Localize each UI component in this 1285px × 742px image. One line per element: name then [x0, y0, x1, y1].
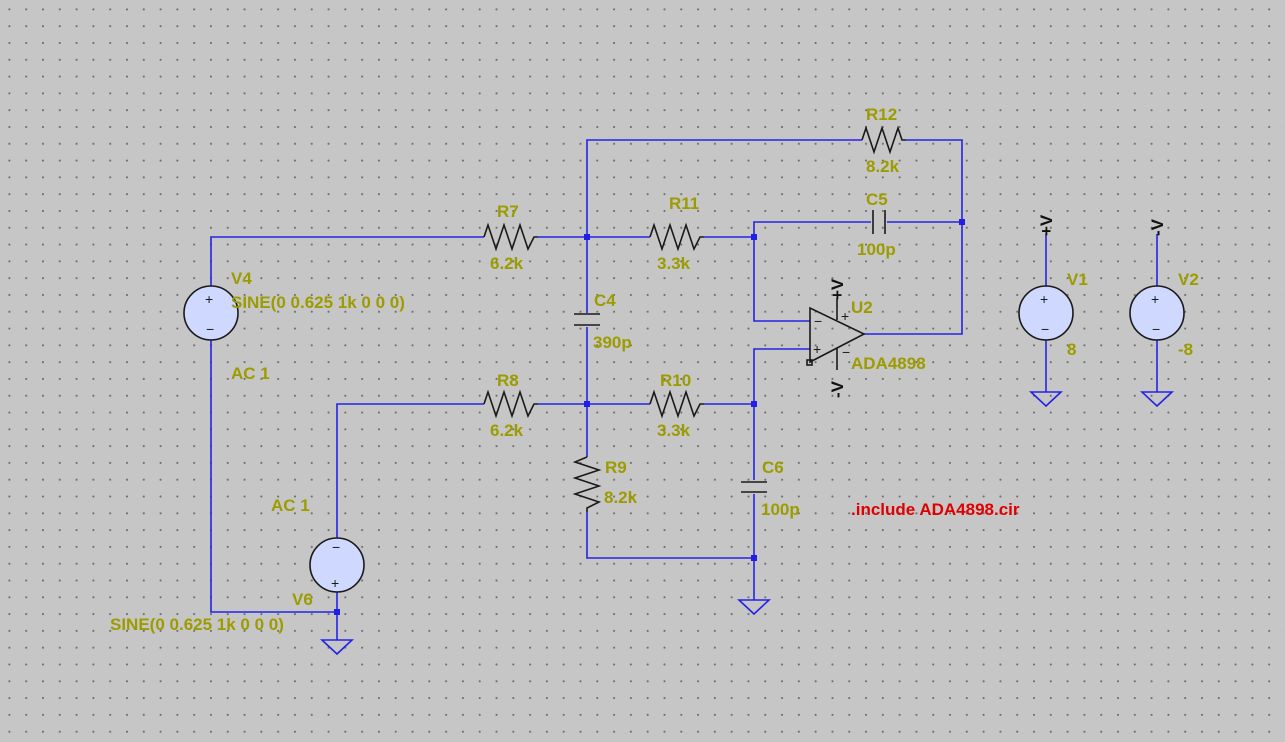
plus-sign: + — [331, 575, 339, 591]
supply-minus-sign: − — [842, 344, 850, 360]
voltage-source-v4[interactable]: + − — [183, 285, 239, 341]
opamp-u2[interactable]: − + + − — [806, 298, 866, 370]
label-v1-name: V1 — [1067, 270, 1088, 289]
voltage-source-v1[interactable]: + − — [1018, 285, 1074, 341]
label-u2-name: U2 — [851, 298, 873, 317]
label-r12-value: 8.2k — [866, 157, 900, 176]
label-r9-value: 8.2k — [604, 488, 638, 507]
resistor-r12[interactable] — [861, 125, 906, 155]
label-r12-name: R12 — [866, 105, 897, 124]
junctions — [334, 219, 965, 615]
label-v2-net: -V — [1148, 218, 1167, 236]
label-u2-pos-supply: +V — [828, 278, 847, 300]
label-v2-value: -8 — [1178, 340, 1193, 359]
label-r11-name: R11 — [669, 194, 699, 213]
junction-node — [334, 609, 340, 615]
label-v2-name: V2 — [1178, 270, 1199, 289]
plus-sign: + — [1040, 291, 1048, 307]
label-v1-net: +V — [1037, 214, 1056, 236]
capacitor-c4[interactable] — [574, 313, 600, 326]
label-u2-model: ADA4898 — [851, 354, 926, 373]
label-c6-name: C6 — [762, 458, 784, 477]
label-v1-value: 8 — [1067, 340, 1076, 359]
label-r8-name: R8 — [497, 371, 519, 390]
label-r10-value: 3.3k — [657, 421, 691, 440]
voltage-source-v2[interactable]: + − — [1129, 285, 1185, 341]
minus-sign: − — [1152, 321, 1160, 337]
junction-node — [751, 401, 757, 407]
resistor-r9[interactable] — [572, 456, 602, 512]
label-v4-ac: AC 1 — [231, 364, 270, 383]
label-r11-value: 3.3k — [657, 254, 691, 273]
ground-icon — [1028, 391, 1064, 408]
spice-directive[interactable]: .include ADA4898.cir — [851, 500, 1020, 519]
label-v4-value: SINE(0 0.625 1k 0 0 0) — [231, 293, 405, 312]
voltage-source-v6[interactable]: − + — [309, 537, 365, 593]
label-r8-value: 6.2k — [490, 421, 524, 440]
label-c6-value: 100p — [761, 500, 800, 519]
ground-symbols — [319, 391, 1175, 656]
resistor-r10[interactable] — [649, 389, 704, 419]
resistor-r11[interactable] — [649, 222, 704, 252]
ground-icon — [1139, 391, 1175, 408]
capacitor-c6[interactable] — [741, 481, 767, 493]
minus-sign: − — [332, 539, 340, 555]
minus-sign: − — [1041, 321, 1049, 337]
ground-icon — [319, 639, 355, 656]
junction-node — [751, 555, 757, 561]
junction-node — [584, 234, 590, 240]
noninverting-input-sign: + — [813, 341, 821, 357]
label-r7-name: R7 — [497, 202, 519, 221]
label-v4-name: V4 — [231, 269, 252, 288]
label-v6-value: SINE(0 0.625 1k 0 0 0) — [110, 615, 284, 634]
opamp-pin-square — [806, 359, 813, 366]
label-v6-ac: AC 1 — [271, 496, 310, 515]
junction-node — [959, 219, 965, 225]
resistor-r7[interactable] — [483, 222, 538, 252]
label-v6-name: V6 — [292, 590, 313, 609]
label-c5-value: 100p — [857, 240, 896, 259]
junction-node — [751, 234, 757, 240]
label-c4-value: 390p — [593, 333, 632, 352]
label-c4-name: C4 — [594, 291, 616, 310]
minus-sign: − — [206, 321, 214, 337]
label-c5-name: C5 — [866, 190, 888, 209]
wires[interactable] — [210, 139, 1158, 640]
label-r9-name: R9 — [605, 458, 627, 477]
capacitor-c5[interactable] — [872, 210, 886, 234]
label-u2-neg-supply: -V — [828, 380, 847, 398]
resistor-r8[interactable] — [483, 389, 538, 419]
plus-sign: + — [1151, 291, 1159, 307]
label-r7-value: 6.2k — [490, 254, 524, 273]
supply-plus-sign: + — [841, 308, 849, 324]
junction-node — [584, 401, 590, 407]
label-r10-name: R10 — [660, 371, 691, 390]
plus-sign: + — [205, 291, 213, 307]
ground-icon — [736, 599, 772, 616]
inverting-input-sign: − — [814, 313, 822, 329]
